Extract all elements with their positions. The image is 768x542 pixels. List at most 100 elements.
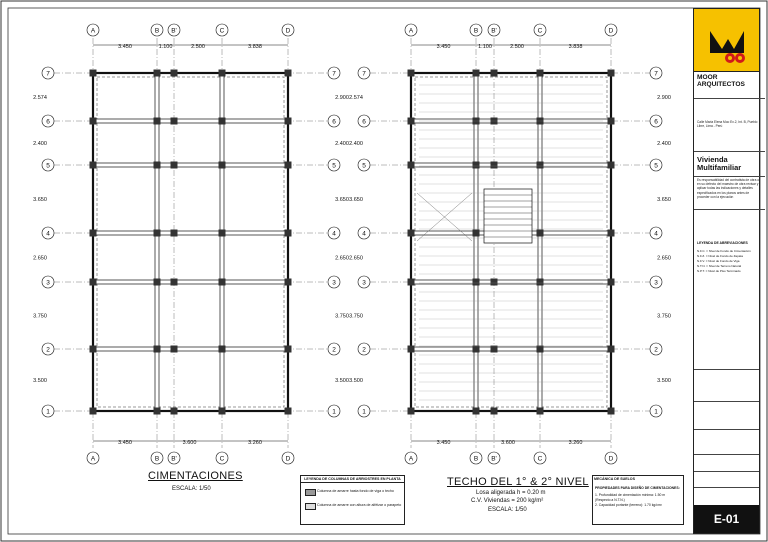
column xyxy=(218,229,226,237)
dimension-label: 3.600 xyxy=(183,440,197,446)
dimension-label: 3.260 xyxy=(569,440,583,446)
column xyxy=(490,278,498,286)
grid-bubble-label: 7 xyxy=(46,71,50,78)
grid-bubble-label: 7 xyxy=(362,71,366,78)
grid-bubble xyxy=(649,226,663,240)
grid-bubble-label: 1 xyxy=(46,409,50,416)
column xyxy=(407,278,415,286)
dimension-label: 3.450 xyxy=(437,44,451,50)
column xyxy=(284,278,292,286)
grid-bubble xyxy=(404,451,418,465)
beam xyxy=(410,279,612,285)
column xyxy=(153,278,161,286)
grid-bubble-label: 4 xyxy=(332,231,336,238)
grid-bubble xyxy=(404,23,418,37)
grid-bubble xyxy=(357,226,371,240)
dimension-label: 2.400 xyxy=(657,141,671,147)
grid-bubble xyxy=(327,158,341,172)
column xyxy=(472,345,480,353)
grid-bubble-label: 6 xyxy=(332,119,336,126)
perimeter-wall xyxy=(91,71,290,413)
column xyxy=(607,407,615,415)
soil-line-3: 2. Capacidad portante (terreno): 1.70 kg… xyxy=(595,503,662,507)
beam xyxy=(92,279,289,285)
soil-line-2: (Respecto a N.T.N.) xyxy=(595,498,625,502)
grid-bubble xyxy=(41,114,55,128)
grid-bubble xyxy=(649,342,663,356)
grid-bubble xyxy=(649,275,663,289)
grid-bubble xyxy=(215,23,229,37)
dimension-label: 2.900 xyxy=(657,95,671,101)
soil-mechanics-box: MECÁNICA DE SUELOS PROPIEDADES PARA DISE… xyxy=(592,475,684,525)
grid-bubble-label: 7 xyxy=(654,71,658,78)
title-block-divider xyxy=(694,487,759,488)
grid-bubble xyxy=(649,404,663,418)
grid-bubble-label: 1 xyxy=(362,409,366,416)
grid-bubble-label: 7 xyxy=(332,71,336,78)
roof-plan-slab-note: Losa aligerada h = 0.20 m xyxy=(476,490,546,496)
column xyxy=(490,345,498,353)
column xyxy=(89,161,97,169)
column xyxy=(153,229,161,237)
title-block-divider xyxy=(694,454,759,455)
grid-bubble xyxy=(41,66,55,80)
column xyxy=(284,69,292,77)
grid-bubble xyxy=(86,451,100,465)
column xyxy=(490,161,498,169)
grid-bubble-label: C xyxy=(538,456,543,463)
firm-address: Calle Maria Elena Moo Ex.2, Int. B, Pueb… xyxy=(694,119,765,152)
column xyxy=(170,161,178,169)
column xyxy=(607,278,615,286)
soil-title: MECÁNICA DE SUELOS xyxy=(594,477,635,481)
column xyxy=(490,407,498,415)
column xyxy=(89,278,97,286)
void-cross xyxy=(416,192,473,242)
grid-bubble-label: D xyxy=(609,456,614,463)
roof-plan-title: TECHO DEL 1° & 2° NIVEL xyxy=(447,476,589,488)
column xyxy=(170,345,178,353)
grid-bubble-label: D xyxy=(609,28,614,35)
dimension-label: 3.600 xyxy=(501,440,515,446)
grid-bubble-label: 6 xyxy=(654,119,658,126)
column xyxy=(218,69,226,77)
grid-bubble xyxy=(649,66,663,80)
column xyxy=(607,229,615,237)
grid-bubble xyxy=(649,158,663,172)
grid-bubble xyxy=(86,23,100,37)
column xyxy=(170,407,178,415)
beam xyxy=(92,346,289,352)
grid-bubble-label: 3 xyxy=(654,280,658,287)
grid-bubble-label: B' xyxy=(171,28,177,35)
foundation-plan-scale: ESCALA: 1/50 xyxy=(172,486,211,492)
column xyxy=(407,407,415,415)
grid-bubble xyxy=(167,23,181,37)
grid-bubble-label: 5 xyxy=(332,163,336,170)
column xyxy=(170,229,178,237)
dimension-label: 3.450 xyxy=(118,44,132,50)
grid-bubble xyxy=(327,342,341,356)
column xyxy=(536,69,544,77)
dimension-label: 3.750 xyxy=(33,314,47,320)
column xyxy=(284,345,292,353)
title-block-divider xyxy=(694,471,759,472)
grid-bubble-label: A xyxy=(91,456,96,463)
roof-plan-scale: ESCALA: 1/50 xyxy=(488,507,527,513)
column xyxy=(218,345,226,353)
abbreviation-5: N.P.T. = Nivel de Piso Terminado xyxy=(697,269,741,273)
column xyxy=(472,161,480,169)
grid-bubble xyxy=(604,451,618,465)
column xyxy=(407,161,415,169)
grid-bubble xyxy=(357,275,371,289)
column xyxy=(607,69,615,77)
grid-bubble-label: B' xyxy=(491,28,497,35)
dimension-label: 3.500 xyxy=(657,378,671,384)
grid-bubble-label: 3 xyxy=(362,280,366,287)
column xyxy=(153,345,161,353)
foundation-outline xyxy=(414,76,608,408)
general-note: Es responsabilidad del contratista de ob… xyxy=(694,177,765,210)
grid-bubble xyxy=(281,23,295,37)
column xyxy=(89,117,97,125)
